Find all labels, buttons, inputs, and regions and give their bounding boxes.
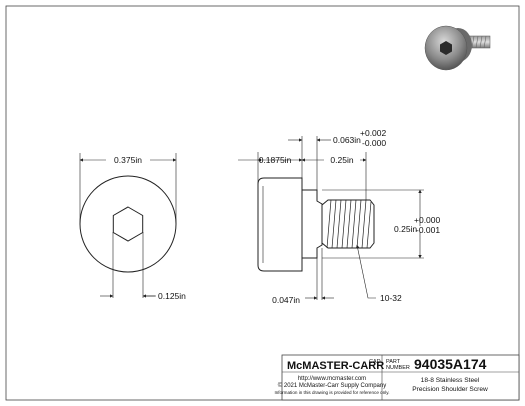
part-label-2: NUMBER <box>386 365 410 371</box>
thread-relief-label: 0.063in <box>333 135 361 145</box>
website-text: http://www.mcmaster.com <box>298 376 366 382</box>
hex-socket-label: 0.125in <box>158 291 186 301</box>
end-view <box>79 153 177 298</box>
part-number: 94035A174 <box>414 356 487 372</box>
title-block <box>281 354 520 401</box>
thread-label: 10-32 <box>380 293 402 303</box>
drawing-frame <box>5 5 520 401</box>
part-label-1: PART <box>386 359 401 365</box>
head-length-label: 0.1875in <box>259 155 292 165</box>
shoulder-diameter-tol-plus: +0.000 <box>414 215 441 225</box>
thread-relief-tol-plus: +0.002 <box>360 128 387 138</box>
description-line-2: Precision Shoulder Screw <box>412 386 488 393</box>
screw-photo <box>424 25 491 71</box>
shoulder-length-label: 0.25in <box>330 155 353 165</box>
cad-label: CAD <box>369 359 381 365</box>
copyright-text: © 2021 McMaster-Carr Supply Company <box>278 382 386 389</box>
mcmaster-logo: McMASTER-CARR <box>287 360 384 372</box>
shoulder-diameter-label: 0.25in <box>394 224 417 234</box>
side-view <box>238 136 424 300</box>
hex-socket-shape <box>112 206 144 242</box>
description-line-1: 18-8 Stainless Steel <box>421 377 480 384</box>
shoulder-diameter-tol-minus: -0.001 <box>416 225 440 235</box>
thread-relief-tol-minus: -0.000 <box>362 138 386 148</box>
head-diameter-text: 0.375in <box>114 155 142 165</box>
disclaimer-text: Information in this drawing is provided … <box>274 390 389 395</box>
undercut-label: 0.047in <box>272 295 300 305</box>
